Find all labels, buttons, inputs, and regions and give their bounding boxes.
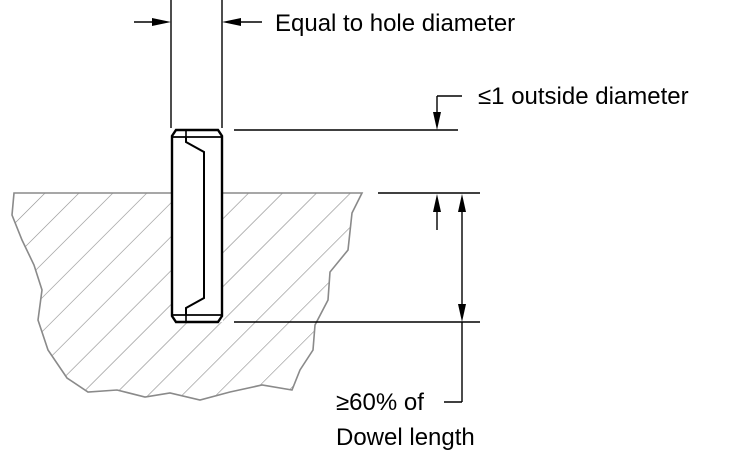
arrowhead-left: [152, 18, 171, 26]
arrowhead-right: [222, 18, 241, 26]
embedment-dimension: [234, 192, 480, 403]
protrusion-dimension: [234, 95, 462, 131]
dowel-slot-line: [185, 137, 205, 315]
small-arrowhead-up: [433, 194, 441, 212]
dowel-pin-body: [170, 128, 224, 324]
embed-depth-label-line2: Dowel length: [336, 424, 475, 451]
hole-diameter-label: Equal to hole diameter: [275, 10, 515, 37]
hole-diameter-dimension: [134, 0, 262, 128]
base-part-outline: [11, 192, 364, 401]
depth-arrowhead-down: [458, 304, 466, 322]
embed-depth-label-line1: ≥60% of: [336, 389, 424, 416]
depth-arrowhead-up: [458, 194, 466, 212]
dowel-pin: [170, 128, 224, 324]
protrusion-arrowhead: [433, 112, 441, 130]
outside-diameter-label: ≤1 outside diameter: [478, 83, 689, 110]
